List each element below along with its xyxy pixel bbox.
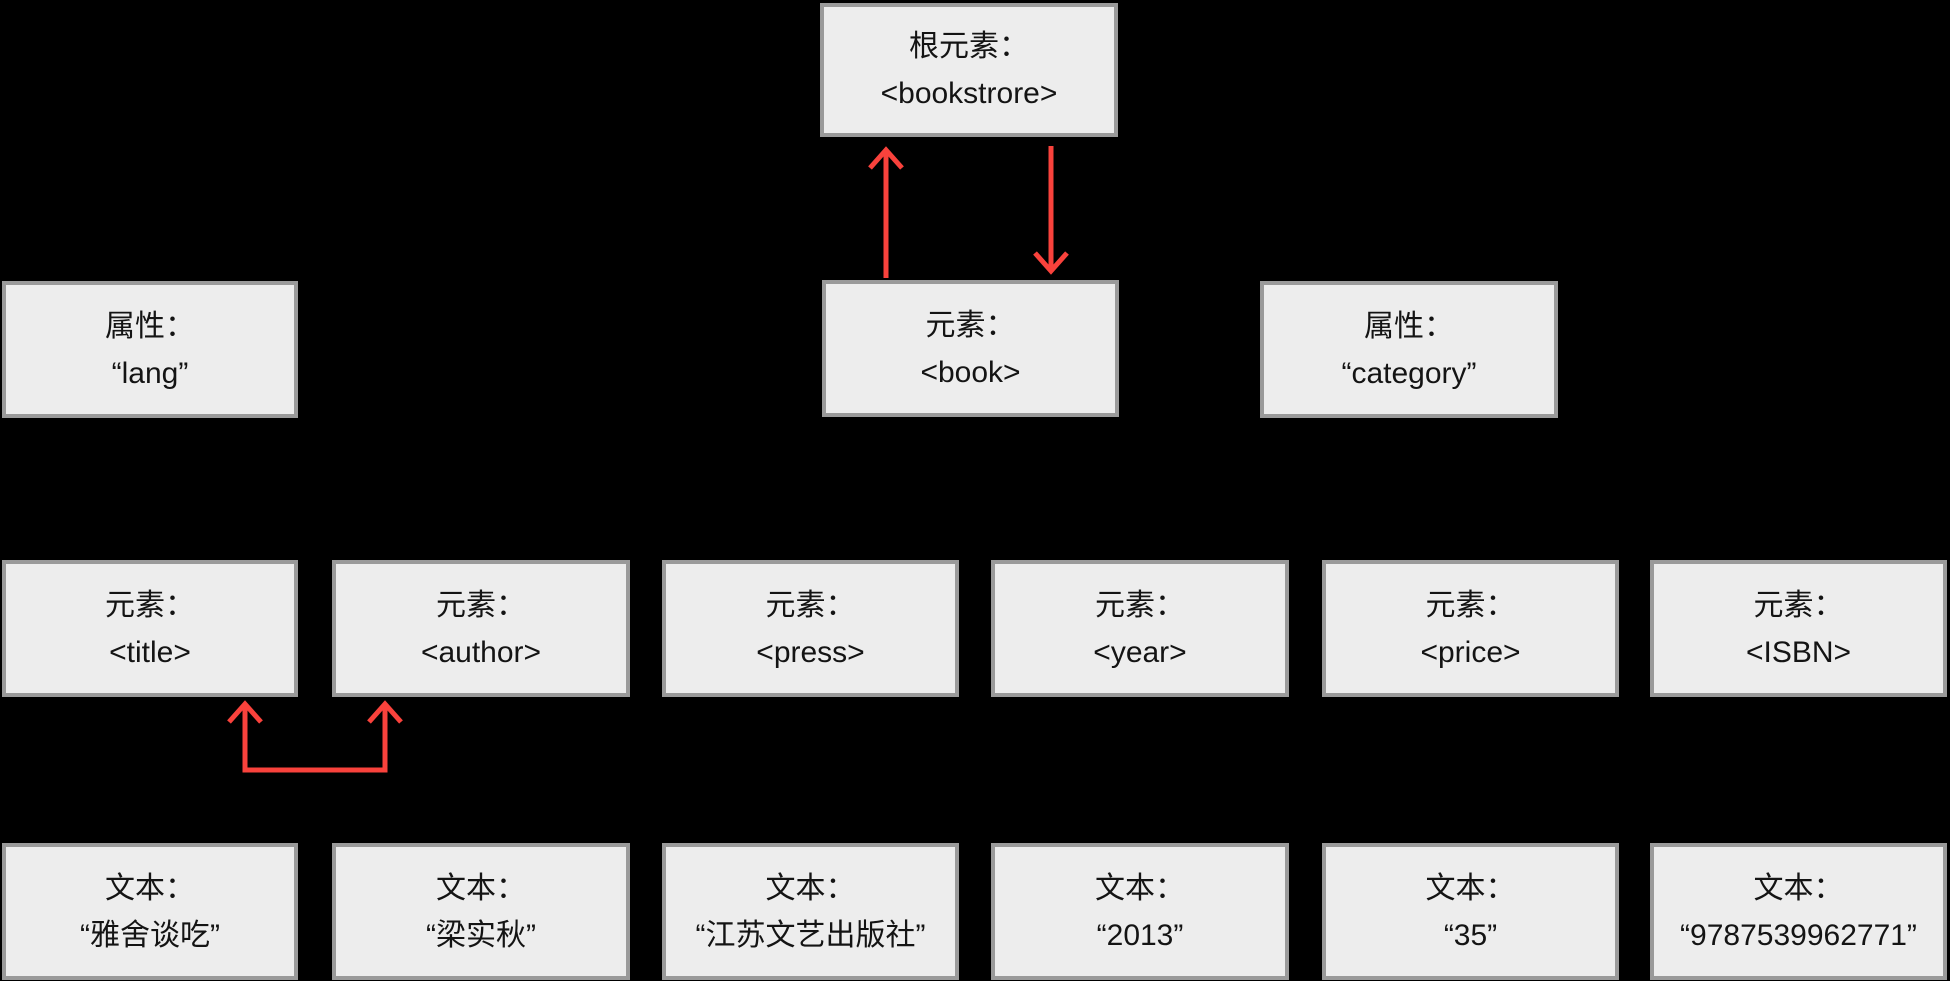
node-value: “江苏文艺出版社” [695, 918, 926, 952]
node-value: “9787539962771” [1680, 918, 1917, 952]
node-attr-category: 属性： “category” [1260, 281, 1558, 418]
node-label: 文本： [1753, 871, 1844, 905]
arrow-down-root-to-book-icon [1033, 146, 1069, 275]
node-element-isbn: 元素： <ISBN> [1650, 560, 1947, 697]
node-value: <title> [109, 635, 191, 669]
node-label: 文本： [1095, 871, 1185, 905]
arrow-up-book-to-root-icon [868, 146, 904, 278]
node-value: <year> [1093, 635, 1187, 669]
node-attr-lang: 属性： “lang” [2, 281, 298, 418]
node-value: <bookstrore> [880, 77, 1058, 110]
node-element-title: 元素： <title> [2, 560, 298, 697]
node-value: <price> [1420, 635, 1521, 669]
node-text-author: 文本： “梁实秋” [332, 843, 630, 980]
node-value: “梁实秋” [426, 918, 536, 952]
node-label: 属性： [1364, 309, 1454, 343]
node-value: <book> [920, 355, 1021, 389]
node-label: 元素： [1095, 588, 1185, 622]
node-label: 文本： [105, 871, 195, 905]
node-text-isbn: 文本： “9787539962771” [1650, 843, 1947, 980]
node-root-element: 根元素： <bookstrore> [820, 3, 1118, 137]
node-value: “35” [1443, 918, 1498, 952]
node-element-book: 元素： <book> [822, 280, 1119, 417]
node-label: 根元素： [909, 30, 1029, 63]
node-text-price: 文本： “35” [1322, 843, 1619, 980]
node-value: <press> [756, 635, 865, 669]
node-text-title: 文本： “雅舍谈吃” [2, 843, 298, 980]
node-value: <author> [420, 635, 542, 669]
node-label: 元素： [925, 308, 1016, 342]
node-label: 元素： [105, 588, 195, 622]
node-value: <ISBN> [1745, 635, 1852, 669]
node-element-year: 元素： <year> [991, 560, 1289, 697]
node-label: 元素： [765, 588, 856, 622]
node-value: “2013” [1096, 918, 1184, 952]
node-element-price: 元素： <price> [1322, 560, 1619, 697]
node-value: “lang” [111, 356, 189, 390]
arrow-link-title-author-icon [227, 700, 403, 773]
node-text-press: 文本： “江苏文艺出版社” [662, 843, 959, 980]
node-label: 属性： [105, 309, 195, 343]
node-element-press: 元素： <press> [662, 560, 959, 697]
node-label: 文本： [1425, 871, 1516, 905]
node-element-author: 元素： <author> [332, 560, 630, 697]
node-value: “category” [1341, 356, 1477, 390]
node-label: 元素： [1753, 588, 1844, 622]
node-label: 元素： [1425, 588, 1516, 622]
node-label: 文本： [765, 871, 856, 905]
node-text-year: 文本： “2013” [991, 843, 1289, 980]
node-label: 元素： [436, 588, 526, 622]
node-value: “雅舍谈吃” [80, 918, 220, 952]
node-label: 文本： [436, 871, 526, 905]
